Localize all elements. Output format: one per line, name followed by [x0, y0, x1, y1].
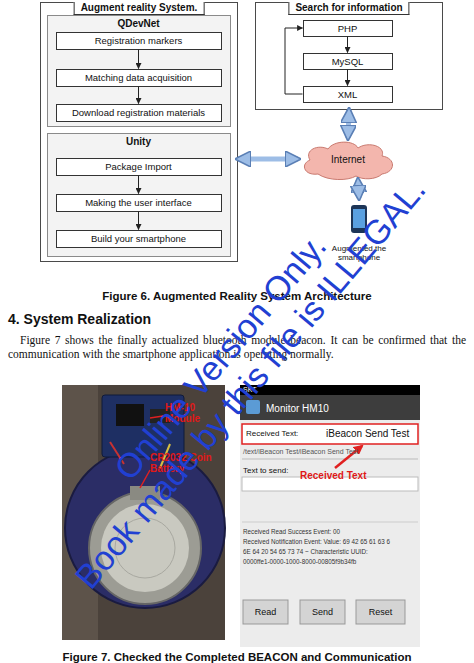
- node-text: MySQL: [332, 56, 364, 67]
- connector-arrow: [348, 110, 349, 138]
- button: [243, 600, 288, 624]
- node-text: QDevNet: [48, 18, 230, 30]
- button-text: Reset: [356, 606, 405, 618]
- process-box: PHP: [303, 20, 393, 37]
- search-frame: Search for informationPHP MySQL XML: [255, 2, 443, 110]
- highlight-box: [242, 424, 418, 444]
- figure-caption: Figure 6. Augmented Reality System Archi…: [0, 290, 474, 302]
- process-box: XML: [303, 86, 393, 103]
- button: [356, 600, 405, 624]
- screen-text: Received Notification Event: Value: 69 4…: [243, 538, 418, 546]
- group-box: UnityPackage ImportMaking the user inter…: [47, 133, 231, 257]
- callout-text: Received Text: [300, 470, 390, 481]
- process-box: Package Import: [56, 158, 222, 176]
- node-text: Unity: [48, 136, 230, 148]
- screen-text: 0000ffe1-0000-1000-8000-00805f9b34fb: [243, 558, 418, 566]
- process-box: MySQL: [303, 53, 393, 70]
- group-box: QDevNetRegistration markersMatching data…: [47, 15, 231, 127]
- title-bar: [240, 395, 420, 420]
- connector-arrow: [358, 180, 359, 198]
- system-frame: Augment reality System.QDevNetRegistrati…: [40, 2, 238, 262]
- app-title: Monitor HM10: [266, 403, 386, 415]
- screen-text: iBeacon Send Test: [326, 428, 418, 440]
- screen-text: Received Text:: [246, 429, 326, 439]
- node-text: Search for information: [288, 2, 409, 15]
- node-text: Making the user interface: [85, 197, 192, 208]
- node-text: Matching data acquisition: [85, 72, 192, 83]
- node-text: PHP: [338, 23, 358, 34]
- connector-arrow: [238, 157, 298, 162]
- node-text: Internet: [331, 154, 365, 165]
- screen-text: Received Read Success Event: 00: [243, 528, 418, 536]
- node-text: Build your smartphone: [91, 233, 186, 244]
- node-text: Registration markers: [95, 35, 183, 46]
- process-box: Registration markers: [56, 32, 222, 50]
- button-text: Read: [243, 606, 288, 618]
- internet-cloud: Internet: [298, 138, 398, 180]
- cloud-shape: [304, 142, 392, 179]
- node-text: Download registration materials: [72, 107, 205, 118]
- phone-screen: [240, 385, 420, 647]
- screen-text: /text/iBeacon Test/iBeacon Send Test: [243, 448, 418, 456]
- separator: [242, 459, 418, 460]
- node-text: Package Import: [105, 161, 172, 172]
- process-box: Making the user interface: [56, 194, 222, 212]
- figure-caption: Figure 7. Checked the Completed BEACON a…: [0, 651, 474, 663]
- button: [300, 600, 345, 624]
- process-box: Download registration materials: [56, 104, 222, 122]
- button-text: Send: [300, 606, 345, 618]
- process-box: Build your smartphone: [56, 230, 222, 248]
- screen-text: 6E 64 20 54 65 73 74 ~ Characteristic UU…: [243, 548, 418, 556]
- process-box: Matching data acquisition: [56, 69, 222, 87]
- node-text: Augment reality System.: [74, 2, 205, 15]
- node-text: XML: [338, 89, 358, 100]
- separator: [242, 522, 418, 523]
